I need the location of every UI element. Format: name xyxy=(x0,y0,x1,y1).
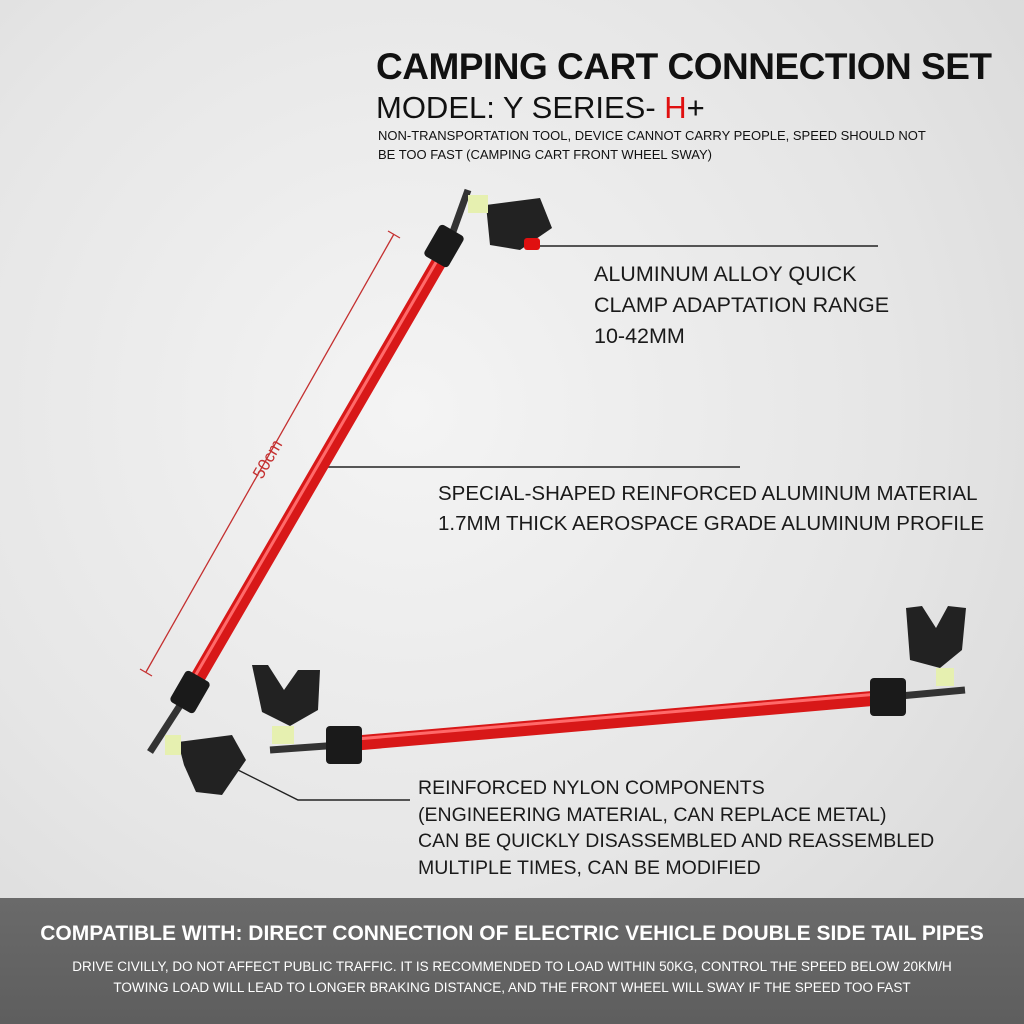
footer-banner: COMPATIBLE WITH: DIRECT CONNECTION OF EL… xyxy=(0,898,1024,1024)
dimension-label: 50cm xyxy=(249,436,286,482)
footer-line: TOWING LOAD WILL LEAD TO LONGER BRAKING … xyxy=(113,980,911,995)
annotation-line: SPECIAL-SHAPED REINFORCED ALUMINUM MATER… xyxy=(438,482,978,505)
model-highlight: H xyxy=(664,90,687,125)
model-line: MODEL: Y SERIES- H+ xyxy=(376,90,705,126)
horizontal-rod xyxy=(269,678,966,764)
annotation-line: CLAMP ADAPTATION RANGE xyxy=(594,293,890,317)
annotation-line: 10-42MM xyxy=(594,324,685,348)
annotation-material: SPECIAL-SHAPED REINFORCED ALUMINUM MATER… xyxy=(438,479,984,539)
leader-lines xyxy=(237,245,878,801)
subtitle-line: BE TOO FAST (CAMPING CART FRONT WHEEL SW… xyxy=(378,147,712,162)
page-title: CAMPING CART CONNECTION SET xyxy=(376,46,992,87)
subtitle-line: NON-TRANSPORTATION TOOL, DEVICE CANNOT C… xyxy=(378,128,926,143)
diagonal-rod xyxy=(147,188,472,754)
subtitle: NON-TRANSPORTATION TOOL, DEVICE CANNOT C… xyxy=(378,126,926,164)
annotation-clamp: ALUMINUM ALLOY QUICK CLAMP ADAPTATION RA… xyxy=(594,259,889,352)
annotation-line: ALUMINUM ALLOY QUICK xyxy=(594,262,857,286)
annotation-line: 1.7MM THICK AEROSPACE GRADE ALUMINUM PRO… xyxy=(438,512,985,535)
annotation-line: CAN BE QUICKLY DISASSEMBLED AND REASSEMB… xyxy=(418,830,935,852)
footer-title: COMPATIBLE WITH: DIRECT CONNECTION OF EL… xyxy=(40,922,984,945)
model-prefix: MODEL: Y SERIES- xyxy=(376,90,665,125)
dimension-line xyxy=(139,230,401,677)
annotation-line: REINFORCED NYLON COMPONENTS xyxy=(418,777,765,799)
quick-clamps xyxy=(165,195,966,795)
annotation-line: MULTIPLE TIMES, CAN BE MODIFIED xyxy=(418,856,761,879)
footer-line: DRIVE CIVILLY, DO NOT AFFECT PUBLIC TRAF… xyxy=(72,959,952,974)
annotation-nylon: REINFORCED NYLON COMPONENTS (ENGINEERING… xyxy=(418,775,934,881)
model-suffix: + xyxy=(686,90,705,125)
annotation-line: (ENGINEERING MATERIAL, CAN REPLACE METAL… xyxy=(418,803,887,826)
